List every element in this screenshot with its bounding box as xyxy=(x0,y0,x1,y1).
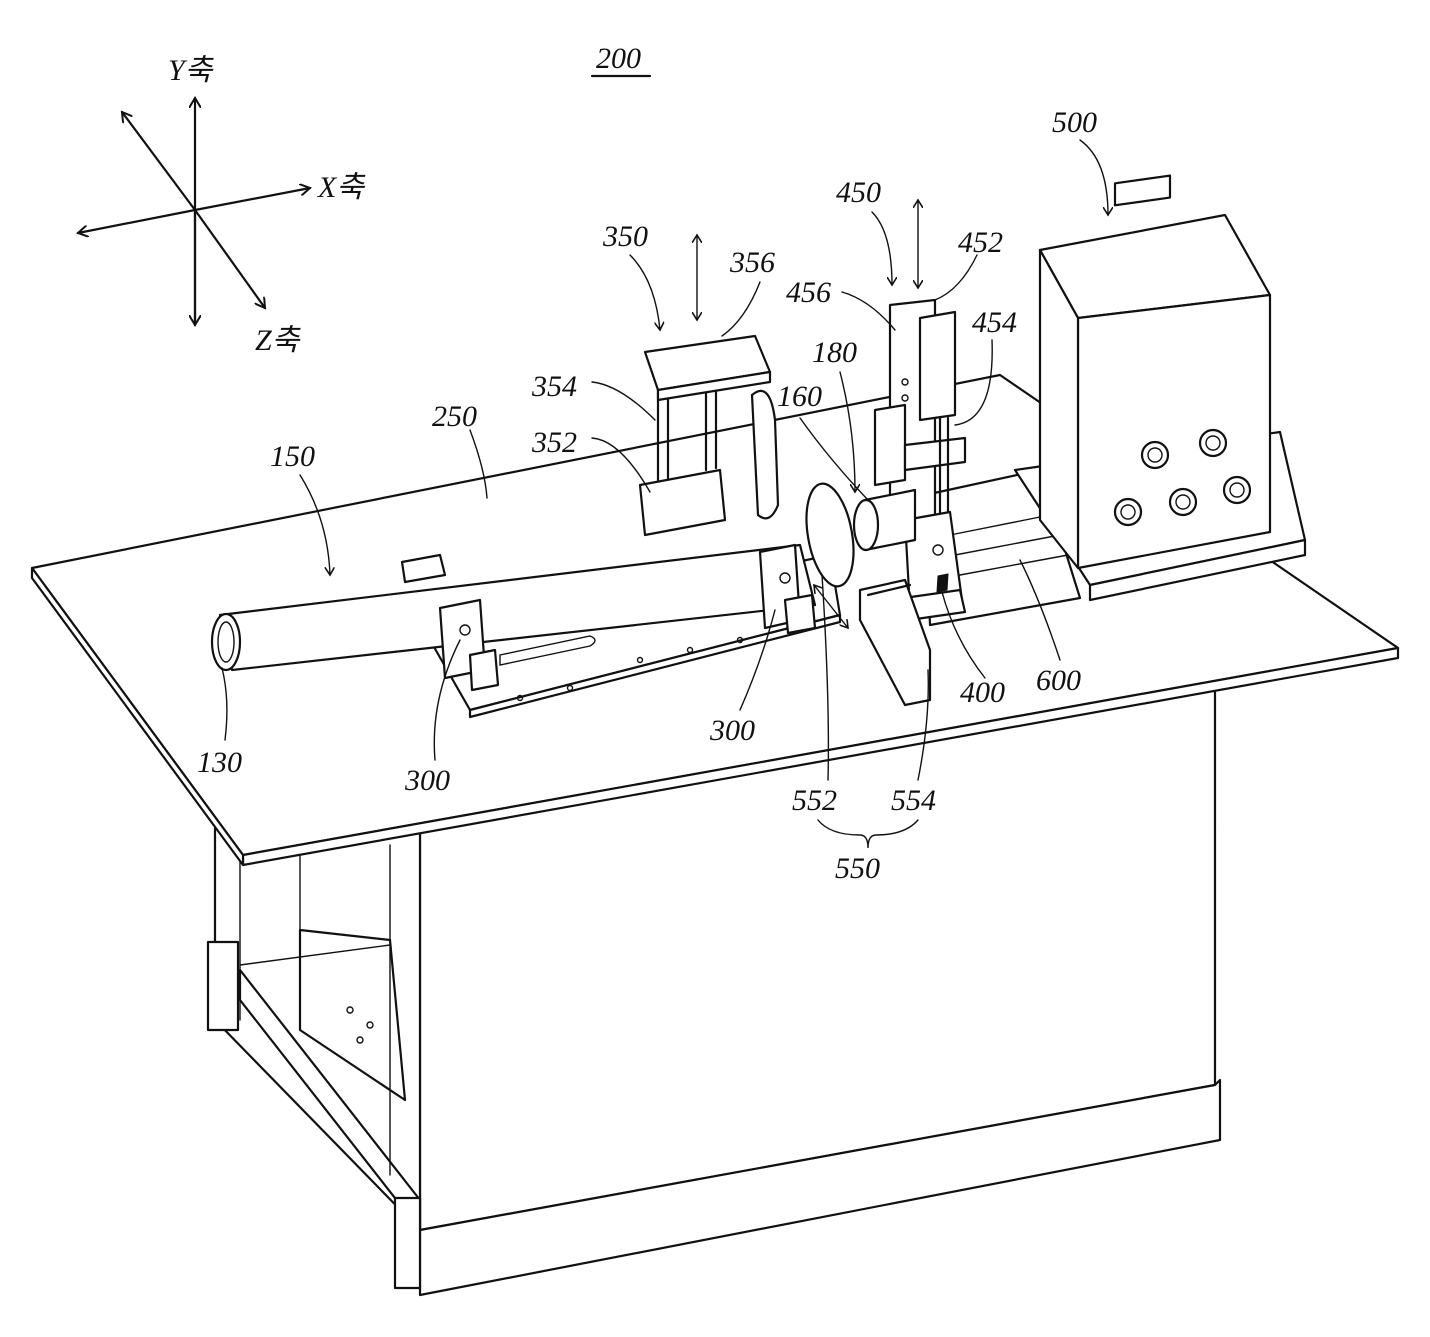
control-knob xyxy=(1198,428,1228,458)
z-axis-neg-arrow xyxy=(122,112,197,212)
leader-lines xyxy=(221,139,1108,849)
clamp-pad-354 xyxy=(750,389,780,520)
figure-number: 200 xyxy=(596,42,641,75)
label-354: 354 xyxy=(531,370,577,403)
blade-move-arrow xyxy=(814,585,848,628)
label-160: 160 xyxy=(777,380,822,413)
table-top-side-edge xyxy=(30,566,245,867)
z-axis-arrow xyxy=(193,208,265,308)
label-130: 130 xyxy=(197,746,242,779)
axis-indicator: Y축 X축 Z축 xyxy=(78,54,366,357)
pipe-assembly xyxy=(210,543,842,719)
control-knob xyxy=(1222,475,1252,505)
label-454: 454 xyxy=(972,306,1017,339)
label-550: 550 xyxy=(835,852,880,885)
label-356: 356 xyxy=(729,246,775,279)
x-axis-label: X축 xyxy=(317,171,366,204)
label-452: 452 xyxy=(958,226,1003,259)
control-box-front xyxy=(1076,293,1272,570)
clamp-module-350 xyxy=(638,334,780,537)
x-axis-arrow xyxy=(193,188,310,212)
saw-guard-554 xyxy=(858,578,932,707)
y-axis-label: Y축 xyxy=(168,54,215,87)
adjustment-slot xyxy=(499,635,596,666)
x-axis-neg-arrow xyxy=(78,208,197,233)
saw-assembly-550 xyxy=(805,482,932,707)
label-300-right: 300 xyxy=(709,714,755,747)
label-350: 350 xyxy=(602,220,648,253)
pipe-end-opening-130 xyxy=(210,612,242,672)
control-knob xyxy=(1113,497,1143,527)
control-knob xyxy=(1168,487,1198,517)
cabinet-bottom-rail xyxy=(418,1078,1222,1297)
cutter-module-450 xyxy=(852,298,967,624)
clamp-cylinder-352 xyxy=(638,468,727,537)
label-400: 400 xyxy=(960,676,1005,709)
z-axis-label: Z축 xyxy=(255,324,302,357)
cabinet-corner-bracket-left xyxy=(206,940,240,1032)
control-box xyxy=(1013,174,1307,602)
label-352: 352 xyxy=(531,426,577,459)
label-456: 456 xyxy=(786,276,831,309)
reference-labels: 500 450 452 456 454 350 356 354 352 180 … xyxy=(197,106,1097,885)
control-display xyxy=(1113,174,1172,207)
label-554: 554 xyxy=(891,784,936,817)
label-250: 250 xyxy=(432,400,477,433)
label-180: 180 xyxy=(812,336,857,369)
label-552: 552 xyxy=(792,784,837,817)
label-150: 150 xyxy=(270,440,315,473)
brace-550 xyxy=(817,819,919,849)
label-450: 450 xyxy=(836,176,881,209)
label-300-left: 300 xyxy=(404,764,450,797)
label-500: 500 xyxy=(1052,106,1097,139)
cabinet-corner-bracket-front xyxy=(393,1196,422,1290)
label-600: 600 xyxy=(1036,664,1081,697)
base-cabinet xyxy=(206,688,1222,1297)
control-knob xyxy=(1140,440,1170,470)
cutter-actuator xyxy=(918,310,957,422)
control-box-side xyxy=(1038,248,1080,570)
